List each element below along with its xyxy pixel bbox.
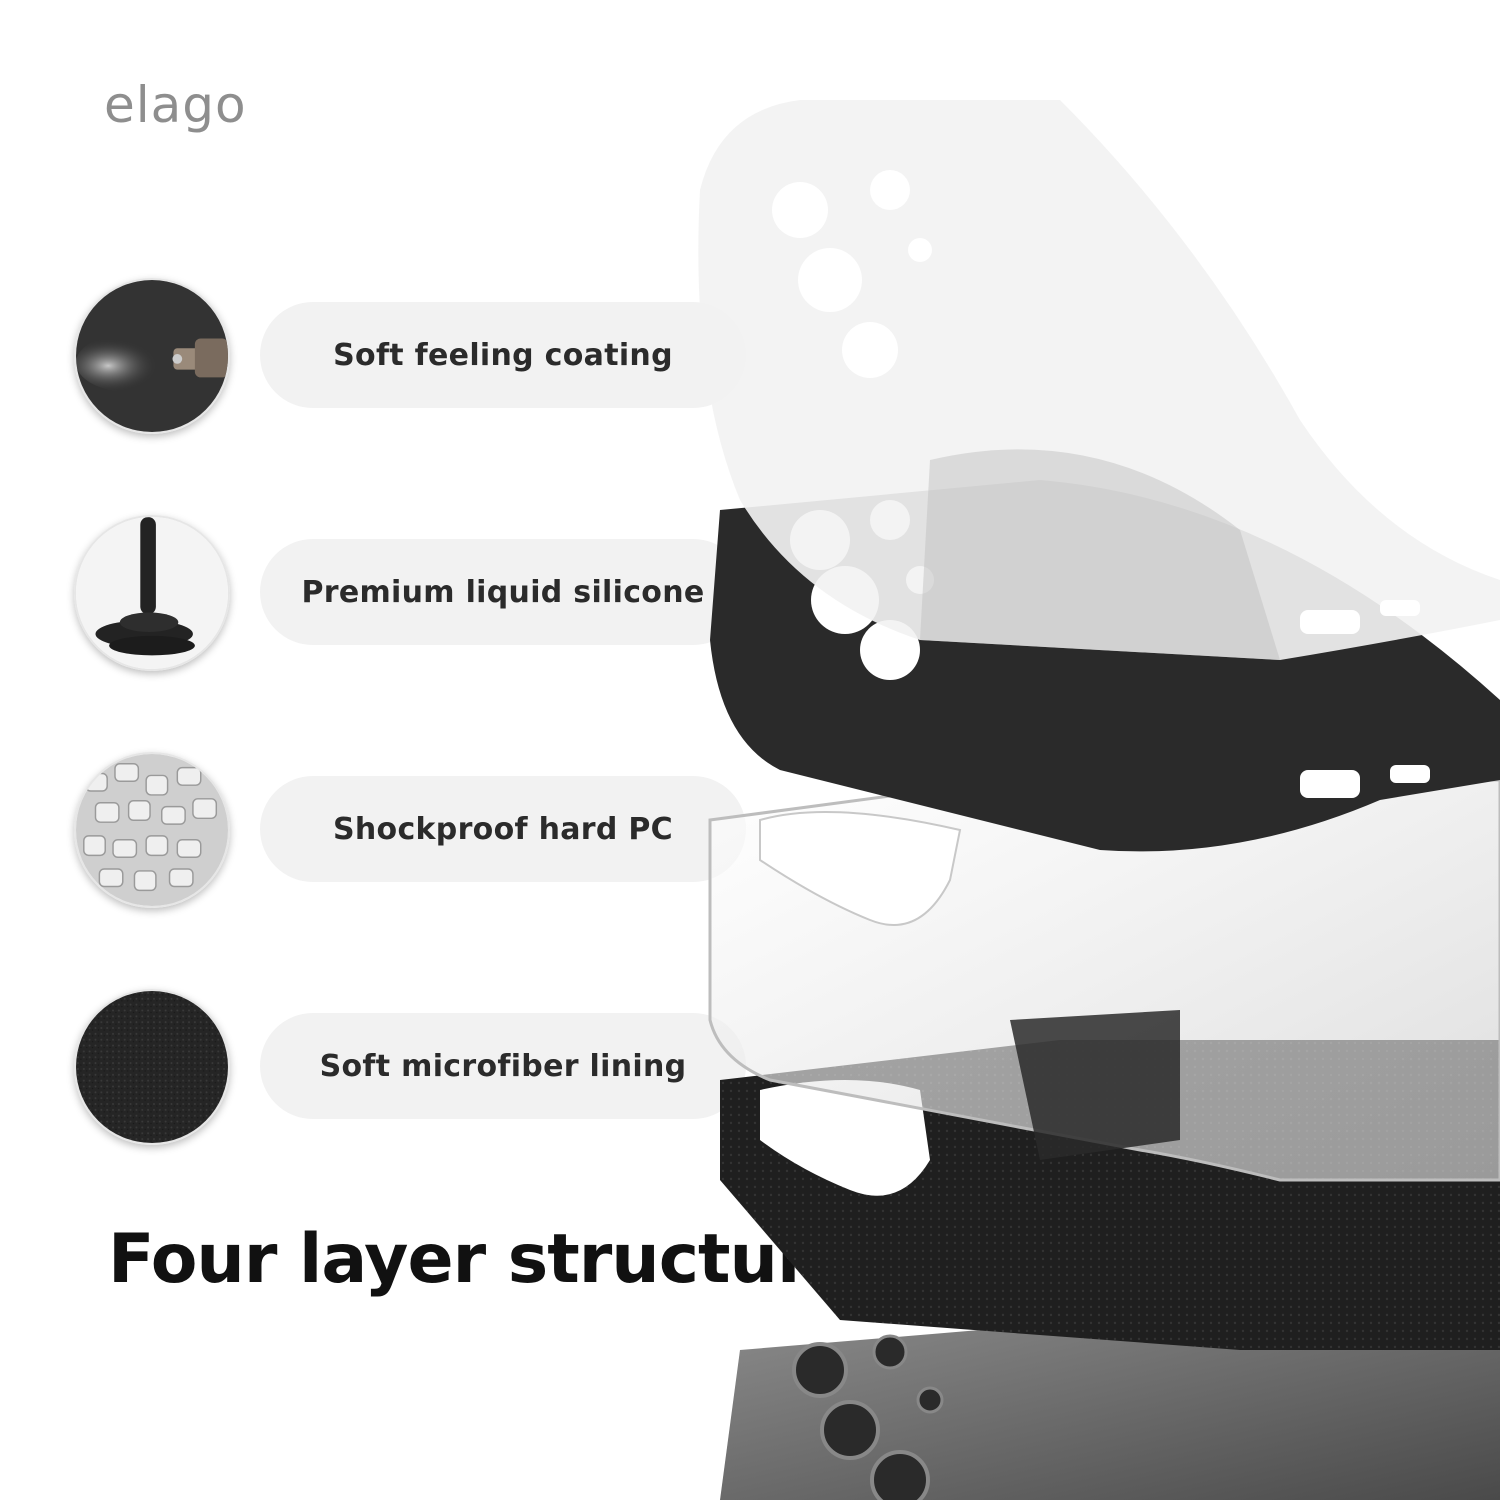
hard-pc-layer	[708, 778, 1500, 1182]
feature-label: Soft microfiber lining	[260, 1013, 746, 1119]
headline: Four layer structure	[108, 1220, 856, 1299]
coating-layer	[698, 100, 1500, 660]
microfiber-icon	[74, 989, 230, 1145]
pc-granules-icon	[74, 752, 230, 908]
feature-row-silicone: Premium liquid silicone	[74, 515, 754, 675]
phone-layer	[720, 1320, 1500, 1505]
spray-coating-icon	[74, 278, 230, 434]
feature-row-microfiber: Soft microfiber lining	[74, 989, 754, 1149]
feature-label: Shockproof hard PC	[260, 776, 746, 882]
brand-logo: elago	[104, 76, 247, 134]
feature-label: Soft feeling coating	[260, 302, 746, 408]
exploded-case-layers-illustration	[680, 80, 1500, 1505]
feature-row-coating: Soft feeling coating	[74, 278, 754, 438]
feature-label: Premium liquid silicone	[260, 539, 746, 645]
liquid-silicone-icon	[74, 515, 230, 671]
feature-row-pc: Shockproof hard PC	[74, 752, 754, 912]
